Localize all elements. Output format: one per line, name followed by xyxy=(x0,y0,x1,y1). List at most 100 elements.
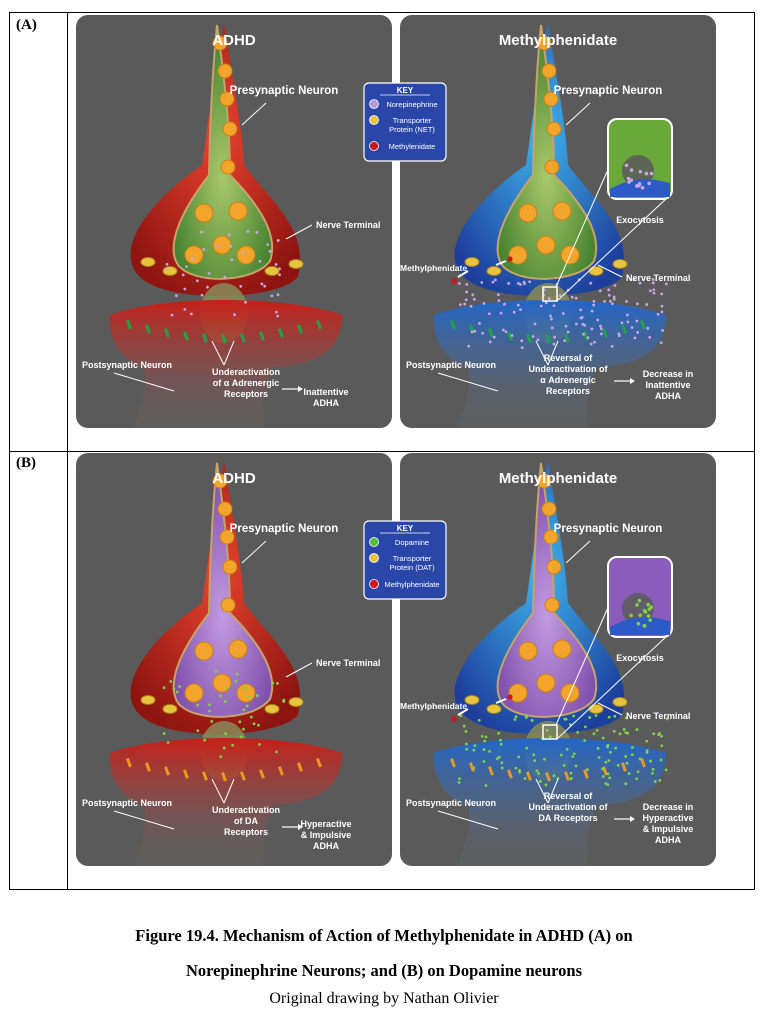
transmitter-dot xyxy=(497,731,500,735)
zoom-line xyxy=(555,602,611,726)
transmitter-dot xyxy=(473,744,477,748)
receptor-status-label: of DA xyxy=(234,816,258,826)
transmitter-dot xyxy=(172,687,176,691)
receptor xyxy=(640,319,646,330)
transmitter-dot xyxy=(276,682,279,685)
leader-line xyxy=(113,810,175,830)
receptor xyxy=(450,319,456,330)
transmitter-dot xyxy=(507,281,511,285)
receptor xyxy=(469,762,475,772)
transmitter-dot xyxy=(614,746,618,750)
transmitter-dot xyxy=(472,766,476,770)
transporter-protein xyxy=(140,695,156,705)
transmitter-dot xyxy=(200,293,204,297)
transmitter-dot xyxy=(224,732,228,736)
transmitter-dot xyxy=(278,273,281,277)
postsynaptic-label: Postsynaptic Neuron xyxy=(82,360,172,370)
transmitter-dot xyxy=(660,744,664,748)
transmitter-dot xyxy=(464,730,468,733)
transmitter-dot xyxy=(496,293,500,297)
presynaptic-label: Presynaptic Neuron xyxy=(554,85,663,97)
postsynaptic-label: Postsynaptic Neuron xyxy=(406,360,496,370)
transmitter-dot xyxy=(609,750,612,754)
receptor xyxy=(488,328,494,338)
transmitter-dot xyxy=(483,739,487,743)
transmitter-dot xyxy=(624,754,628,758)
methylphenidate-icon xyxy=(451,278,457,284)
transmitter-dot xyxy=(242,727,245,731)
transmitter-dot xyxy=(659,758,663,762)
transmitter-dot xyxy=(244,686,247,690)
transmitter-dot xyxy=(537,772,541,775)
transmitter-dot xyxy=(225,686,229,690)
receptor xyxy=(239,333,246,343)
transmitter-dot xyxy=(517,755,520,759)
transmitter-dot xyxy=(549,314,552,318)
transmitter-dot xyxy=(275,750,278,754)
transmitter-dot xyxy=(491,280,495,284)
transmitter-dot xyxy=(231,743,235,747)
vesicle xyxy=(552,639,572,659)
receptor xyxy=(564,333,570,343)
transmitter-dot xyxy=(208,703,211,707)
transmitter-dot xyxy=(538,780,542,783)
transmitter-dot xyxy=(625,299,628,303)
transmitter-dot xyxy=(549,317,553,321)
transmitter-dot xyxy=(645,303,649,306)
transmitter-dot xyxy=(601,736,605,740)
arrow-head xyxy=(630,816,635,822)
receptor-status-label: Reversal of xyxy=(544,353,594,363)
transmitter-dot xyxy=(462,724,466,728)
transmitter-dot xyxy=(183,287,187,291)
figure-caption-line-1: Figure 19.4. Mechanism of Action of Meth… xyxy=(135,926,633,945)
leader-line xyxy=(241,540,267,564)
transmitter-dot xyxy=(178,685,181,688)
row-label-b: (B) xyxy=(16,455,36,471)
methylphenidate-label: Methylphenidate xyxy=(400,701,467,711)
receptor xyxy=(201,333,208,343)
leader-line xyxy=(285,224,313,240)
transmitter-dot xyxy=(649,605,654,610)
transmitter-dot xyxy=(278,267,281,271)
vesicle xyxy=(543,529,559,545)
transmitter-dot xyxy=(603,299,606,303)
transmitter-dot xyxy=(572,714,576,718)
transmitter-dot xyxy=(260,282,264,286)
clinical-effect-label: ADHA xyxy=(655,835,681,845)
transmitter-dot xyxy=(563,717,567,721)
transmitter-dot xyxy=(632,278,636,282)
receptor xyxy=(640,757,646,768)
presynaptic-label: Presynaptic Neuron xyxy=(230,523,339,535)
postsynaptic-label: Postsynaptic Neuron xyxy=(82,798,172,808)
zoom-box xyxy=(542,286,558,302)
transmitter-dot xyxy=(497,755,501,759)
leader-line xyxy=(565,540,591,564)
transmitter-dot xyxy=(606,772,610,776)
transmitter-dot xyxy=(208,709,212,713)
transmitter-dot xyxy=(463,302,467,306)
transmitter-dot xyxy=(492,335,496,339)
row-label-a: (A) xyxy=(16,17,37,33)
zoom-line xyxy=(555,164,611,288)
receptor xyxy=(621,762,627,772)
transmitter-dot xyxy=(565,747,569,751)
vesicle xyxy=(518,641,538,661)
transmitter-dot xyxy=(583,739,587,742)
transmitter-dot xyxy=(644,171,649,176)
transmitter-dot xyxy=(660,292,664,296)
transmitter-dot xyxy=(572,752,576,756)
transmitter-dot xyxy=(630,746,634,749)
transporter-protein xyxy=(264,266,280,276)
arrow-head xyxy=(298,824,303,830)
transmitter-dot xyxy=(500,761,504,765)
clinical-effect-label: & Impulsive xyxy=(643,824,694,834)
clinical-effect-label: Hyperactive xyxy=(642,813,693,823)
exocytosis-label: Exocytosis xyxy=(616,653,664,663)
transmitter-dot xyxy=(471,293,475,297)
arrow-head xyxy=(630,378,635,384)
transmitter-dot xyxy=(239,735,243,739)
receptor xyxy=(239,771,246,781)
receptor xyxy=(221,333,227,344)
transmitter-dot xyxy=(175,294,178,298)
transmitter-dot xyxy=(597,756,601,759)
